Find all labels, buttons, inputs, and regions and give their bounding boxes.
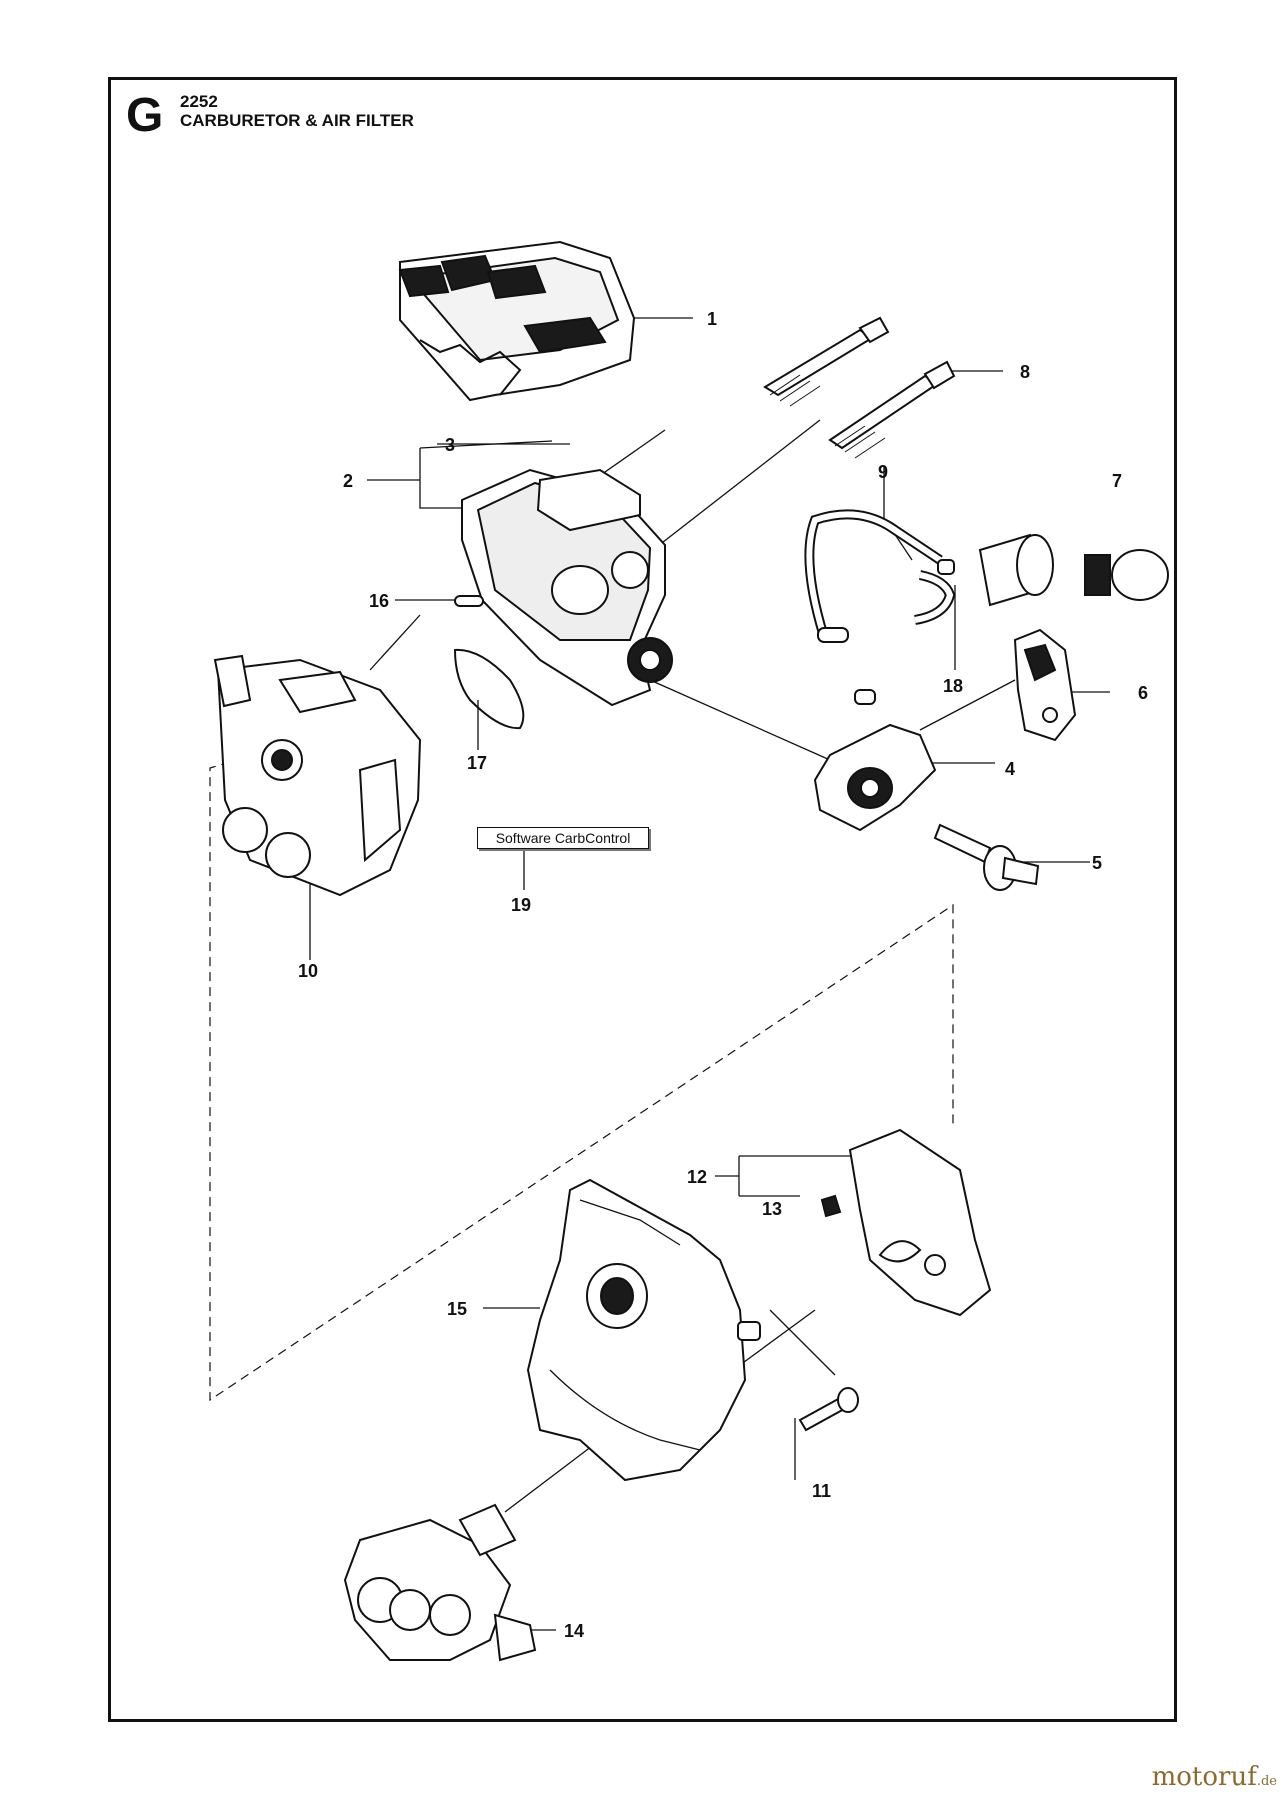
air-filter-base [453,468,673,730]
callout-16: 16 [369,591,389,611]
callout-3: 3 [445,435,455,455]
screw [798,1387,859,1432]
callout-2: 2 [343,471,353,491]
callout-17: 17 [467,753,487,773]
callout-7: 7 [1112,471,1122,491]
callout-11: 11 [812,1481,831,1501]
callout-4: 4 [1005,759,1015,779]
callout-9: 9 [878,462,888,482]
leader-lines [309,317,1110,1631]
callout-numbers: 1 2 3 4 5 6 7 8 9 10 11 12 13 14 15 16 1… [298,309,1148,1641]
choke-bracket [1013,628,1077,742]
watermark-brand: motoruf [1151,1762,1257,1792]
callout-13: 13 [762,1199,782,1219]
watermark: motoruf.de [1152,1762,1277,1792]
callout-19: 19 [511,895,531,915]
diagram-frame [108,77,1177,1722]
intake-manifold [343,1503,537,1662]
air-filter-cover [398,240,636,402]
carb-plate [813,723,937,832]
section-title: CARBURETOR & AIR FILTER [180,111,414,130]
shaft [933,823,1040,891]
intake-bracket [820,1128,992,1317]
callout-5: 5 [1092,853,1102,873]
callout-15: 15 [447,1299,467,1319]
callout-6: 6 [1138,683,1148,703]
callout-18: 18 [943,676,963,696]
bolts [763,316,956,459]
callout-12: 12 [687,1167,707,1187]
section-letter: G [126,89,164,142]
callout-1: 1 [707,309,717,329]
model-number: 2252 [180,92,218,111]
dashed-assembly-path [209,761,954,1402]
callout-8: 8 [1020,362,1030,382]
cylinder-cover [526,1178,761,1482]
primer-bulb [978,533,1169,607]
watermark-suffix: .de [1256,1774,1277,1789]
software-carbcontrol-box: Software CarbControl [477,827,649,849]
callout-14: 14 [564,1621,584,1641]
callout-10: 10 [298,961,318,981]
carburetor [213,654,422,897]
fuel-hoses [804,509,956,705]
